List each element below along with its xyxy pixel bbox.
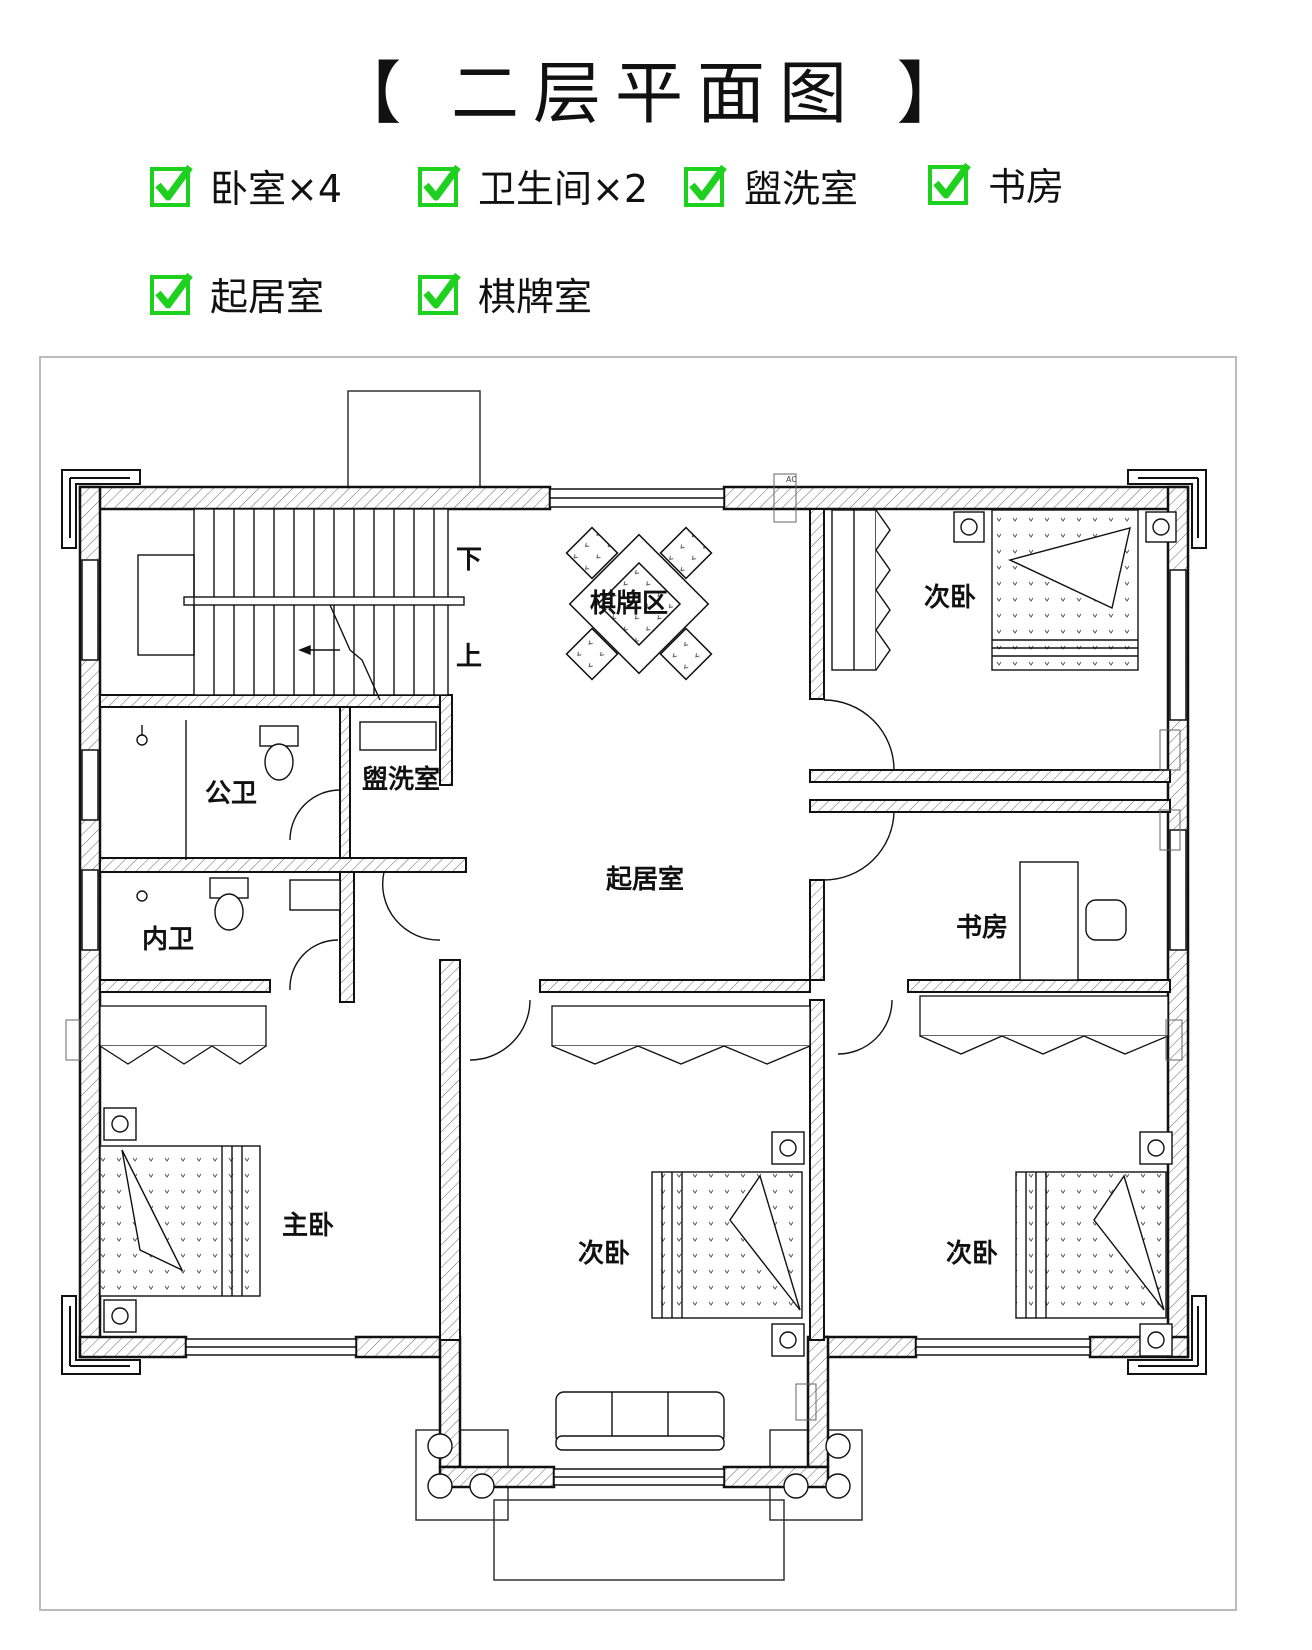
bed-south — [651, 1131, 805, 1357]
feature-label: 卫生间×2 — [478, 166, 649, 211]
feature-item-study: 书房 — [928, 158, 1065, 209]
stair-up-label: 上 — [456, 642, 482, 672]
door-swings — [381, 699, 895, 1061]
check-icon — [418, 272, 461, 315]
bed-ne — [953, 509, 1177, 671]
feature-item-bedrooms: 卧室×4 — [150, 160, 343, 211]
feature-label: 起居室 — [210, 274, 325, 319]
check-icon — [150, 164, 193, 207]
room-label-bedroom-ne: 次卧 — [924, 583, 976, 613]
wardrobes — [99, 995, 1169, 1065]
check-icon — [418, 164, 461, 207]
bed-se — [1015, 1131, 1173, 1357]
feature-item-cardroom: 棋牌室 — [418, 268, 593, 319]
drawing-frame — [39, 356, 1237, 1611]
corner-columns — [61, 469, 1207, 1375]
feature-label: 棋牌室 — [478, 274, 593, 319]
room-label-qipai: 棋牌区 — [590, 588, 668, 619]
neiwei-fixtures — [136, 877, 341, 991]
card-table-icon — [565, 526, 713, 681]
windows — [81, 488, 1187, 1486]
sofa-icon — [555, 1391, 725, 1451]
feature-label: 卧室×4 — [210, 166, 343, 211]
roof-projection — [347, 390, 481, 488]
porch-columns — [427, 1433, 851, 1499]
ac-units — [65, 473, 1183, 1421]
check-icon — [150, 272, 193, 315]
room-label-bedroom-s: 次卧 — [578, 1239, 630, 1269]
wardrobe-ne — [831, 509, 891, 671]
room-label-shufang: 书房 — [956, 913, 1008, 943]
study-desk — [1019, 861, 1127, 981]
feature-item-living: 起居室 — [150, 268, 325, 319]
gongwei-fixtures — [136, 720, 437, 860]
page-title: 【 二层平面图 】 — [333, 55, 979, 134]
check-icon — [684, 164, 727, 207]
bed-master — [99, 1107, 261, 1333]
staircase — [137, 508, 465, 701]
front-steps — [493, 1499, 785, 1581]
interior-walls — [99, 508, 1171, 1341]
feature-item-washroom: 盥洗室 — [684, 160, 859, 211]
room-label-neiwei: 内卫 — [142, 925, 194, 955]
room-label-master: 主卧 — [282, 1211, 334, 1241]
room-label-bedroom-se: 次卧 — [946, 1239, 998, 1269]
room-label-guanxi: 盥洗室 — [362, 764, 440, 795]
room-label-qiju: 起居室 — [606, 864, 684, 895]
check-icon — [928, 162, 971, 205]
feature-label: 盥洗室 — [744, 166, 859, 211]
stair-down-label: 下 — [456, 545, 482, 575]
room-label-gongwei: 公卫 — [205, 779, 257, 809]
ac-label: AC — [786, 475, 797, 484]
feature-label: 书房 — [988, 164, 1065, 209]
feature-item-bathrooms: 卫生间×2 — [418, 160, 649, 211]
